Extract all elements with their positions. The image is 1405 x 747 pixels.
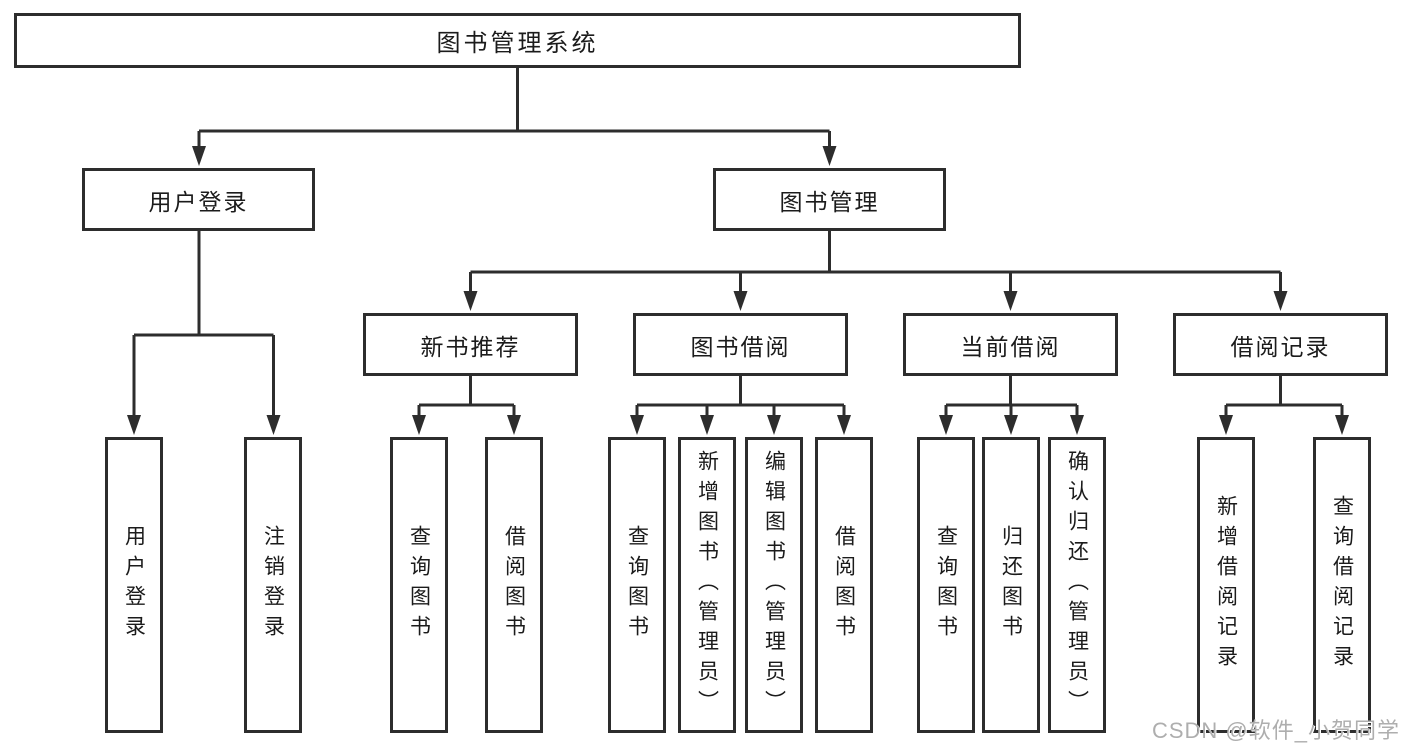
node-borrow-records: 借阅记录 — [1173, 313, 1388, 376]
node-library-management-system: 图书管理系统 — [14, 13, 1021, 68]
node-user-login: 用户登录 — [82, 168, 315, 231]
connector-user-login-to-leaves — [127, 229, 281, 435]
leaf-records-add-record: 新增借阅记录 — [1197, 437, 1255, 733]
leaf-borrow-query-books: 查询图书 — [608, 437, 666, 733]
connector-borrow-records-to-leaves — [1219, 374, 1349, 435]
leaf-records-query-record: 查询借阅记录 — [1313, 437, 1371, 733]
connector-new-book-recommend-to-leaves — [412, 374, 521, 435]
connector-current-borrow-to-leaves — [939, 374, 1084, 435]
connector-book-management-to-level3 — [463, 229, 1288, 311]
leaf-logout: 注销登录 — [244, 437, 302, 733]
node-book-borrow: 图书借阅 — [633, 313, 848, 376]
watermark: CSDN @软件_小贺同学 — [1151, 718, 1400, 743]
leaf-current-query-books: 查询图书 — [917, 437, 975, 733]
leaf-newbooks-query-books: 查询图书 — [390, 437, 448, 733]
node-new-book-recommend: 新书推荐 — [363, 313, 578, 376]
leaf-borrow-add-books-admin: 新增图书（管理员） — [678, 437, 736, 733]
connector-root-to-level2 — [192, 66, 837, 166]
leaf-borrow-edit-books-admin: 编辑图书（管理员） — [745, 437, 803, 733]
leaf-current-confirm-return-admin: 确认归还（管理员） — [1048, 437, 1106, 733]
leaf-current-return-books: 归还图书 — [982, 437, 1040, 733]
leaf-borrow-borrow-books: 借阅图书 — [815, 437, 873, 733]
leaf-newbooks-borrow-books: 借阅图书 — [485, 437, 543, 733]
node-current-borrow: 当前借阅 — [903, 313, 1118, 376]
connector-book-borrow-to-leaves — [630, 374, 851, 435]
node-book-management: 图书管理 — [713, 168, 946, 231]
leaf-user-login: 用户登录 — [105, 437, 163, 733]
